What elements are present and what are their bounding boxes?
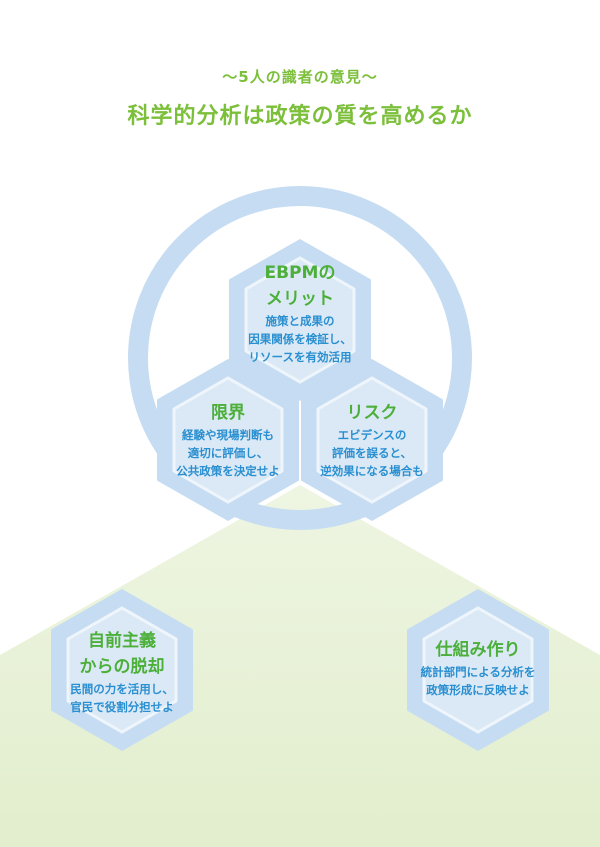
hex-text: 評価を誤ると、 <box>331 446 413 460</box>
hex-text: 逆効果になる場合も <box>320 464 424 478</box>
hexagon-inner <box>172 376 284 504</box>
hex-title: 自前主義 <box>88 631 156 651</box>
hex-text: 官民で役割分担せよ <box>70 700 174 714</box>
hex-title: リスク <box>346 403 398 423</box>
hex-title: 仕組み作り <box>435 640 521 660</box>
hexagon-inner <box>66 606 178 734</box>
outer-ring <box>128 186 472 530</box>
hex-text: リソースを有効活用 <box>248 350 352 364</box>
hex-title: からの脱却 <box>79 657 165 677</box>
hex-limits: 限界 経験や現場判断も 適切に評価し、 公共政策を決定せよ <box>176 400 280 480</box>
hex-framework: 仕組み作り 統計部門による分析を 政策形成に反映せよ <box>421 637 536 699</box>
green-backdrop <box>0 485 600 847</box>
hex-text: エビデンスの <box>337 428 407 442</box>
hex-title: メリット <box>266 289 334 309</box>
hexagon-inner <box>316 376 428 504</box>
page-title: 科学的分析は政策の質を高めるか <box>127 104 473 129</box>
hex-text: 経験や現場判断も <box>182 428 274 442</box>
hex-text: 政策形成に反映せよ <box>426 683 530 697</box>
hexagon-inner <box>422 606 534 734</box>
hex-text: 統計部門による分析を <box>420 665 536 679</box>
hex-risk: リスク エビデンスの 評価を誤ると、 逆効果になる場合も <box>320 400 424 480</box>
hex-title: EBPMの <box>264 263 336 283</box>
hex-text: 民間の力を活用し、 <box>70 682 174 696</box>
hex-text: 因果関係を検証し、 <box>248 332 352 346</box>
hex-text: 適切に評価し、 <box>187 446 269 460</box>
subtitle: ～5人の識者の意見～ <box>222 68 378 86</box>
hex-title: 限界 <box>211 403 245 423</box>
hex-text: 公共政策を決定せよ <box>176 464 280 478</box>
hex-ebpm-merit: EBPMの メリット 施策と成果の 因果関係を検証し、 リソースを有効活用 <box>248 260 352 366</box>
hex-text: 施策と成果の <box>265 314 335 328</box>
hex-self-reliance: 自前主義 からの脱却 民間の力を活用し、 官民で役割分担せよ <box>70 628 174 716</box>
hexagon-inner <box>244 256 356 384</box>
